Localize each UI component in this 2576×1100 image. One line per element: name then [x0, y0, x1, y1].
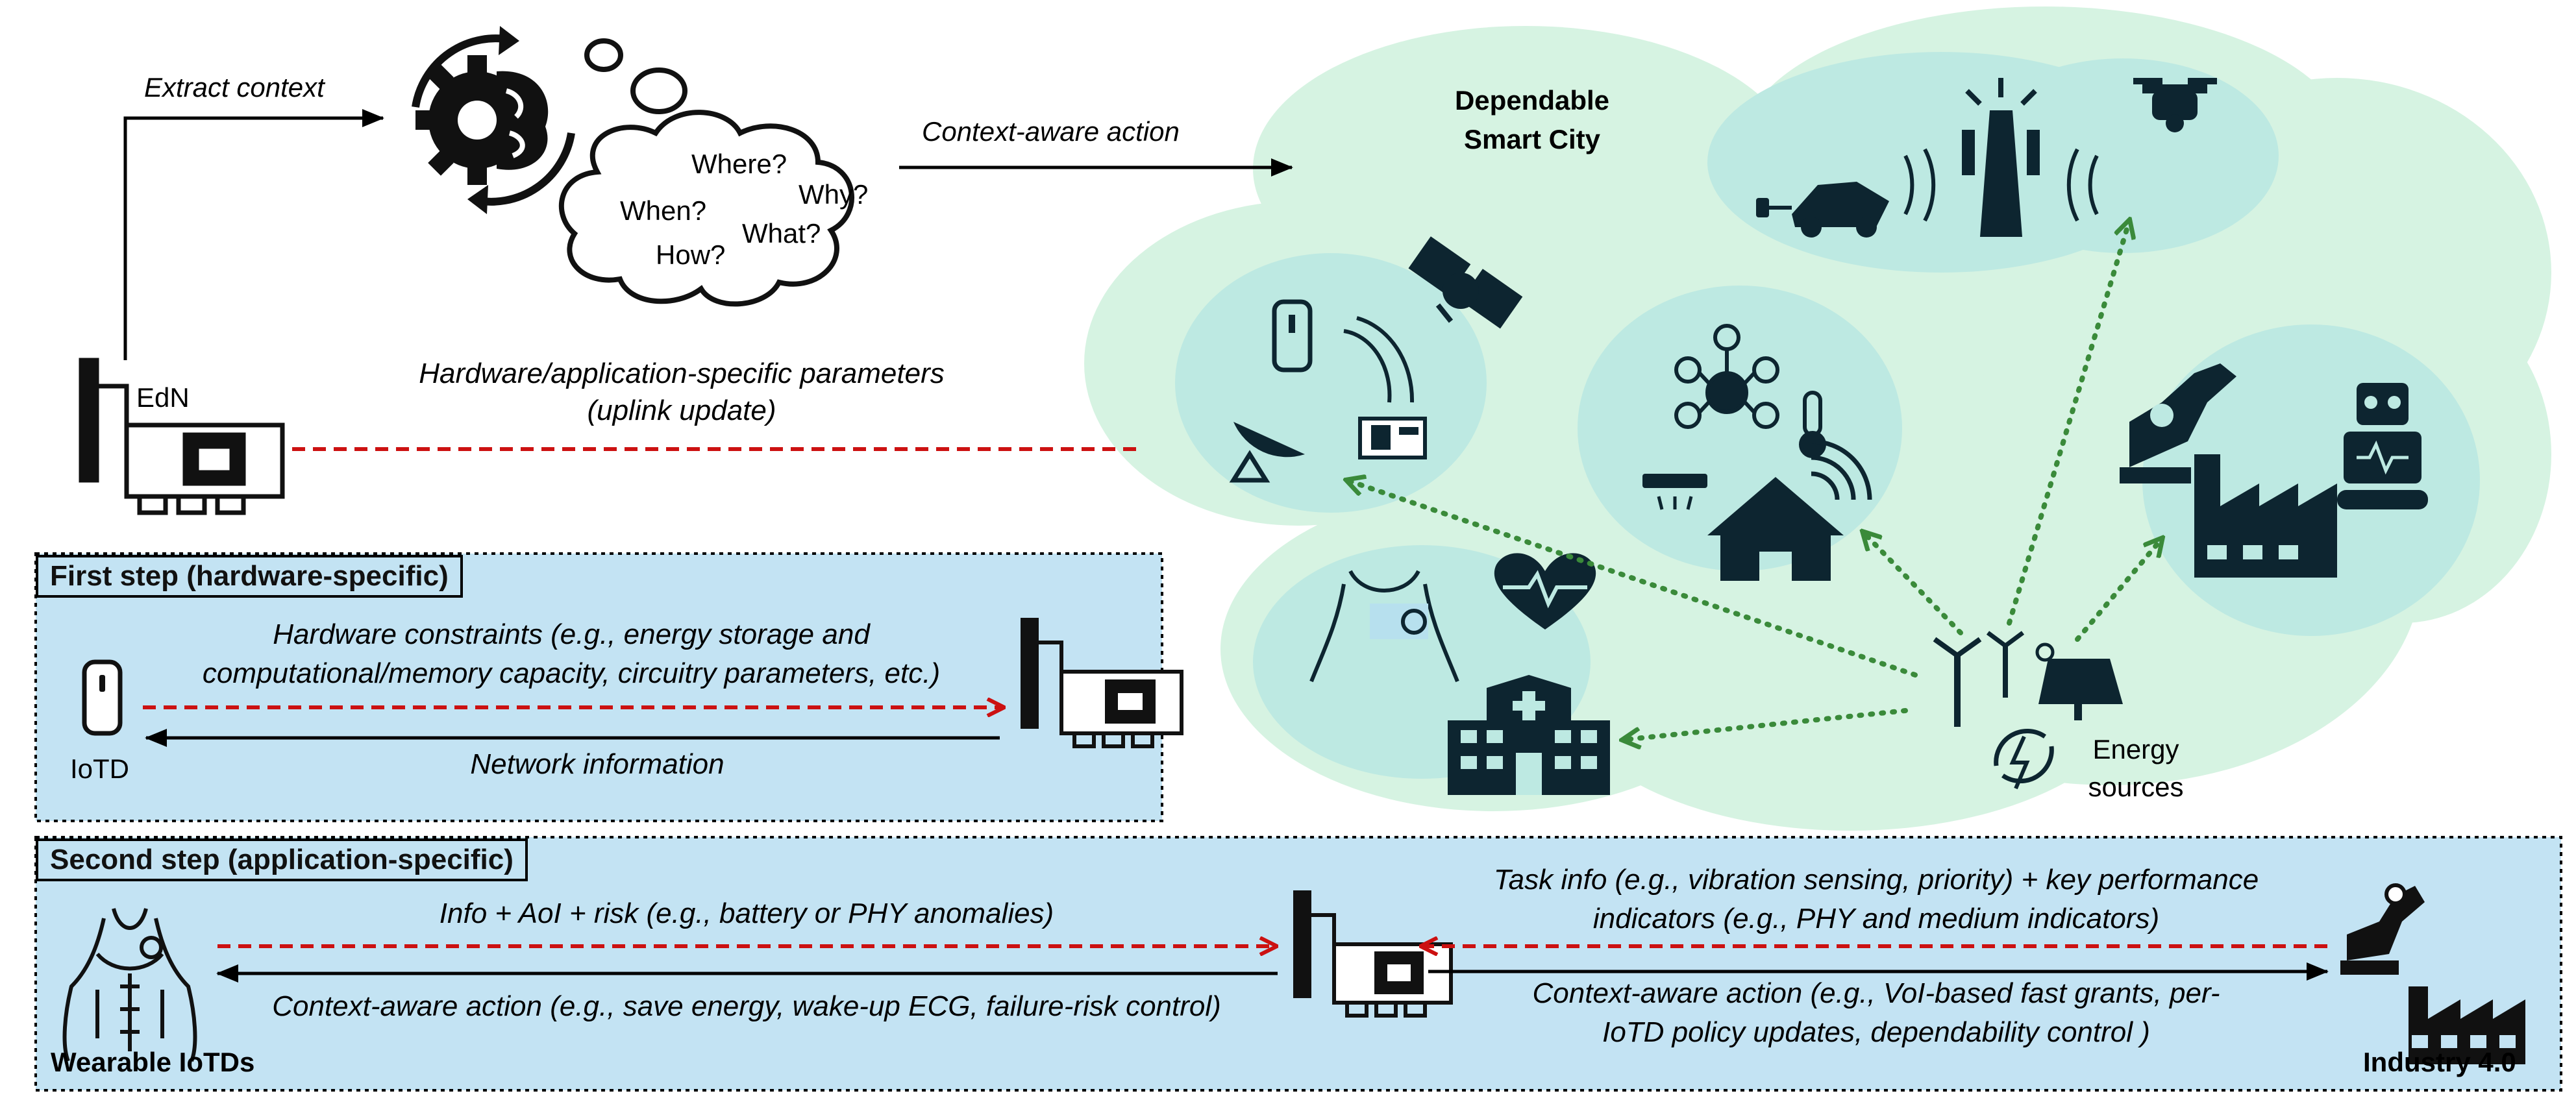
wearable-iotds-label: Wearable IoTDs [51, 1047, 255, 1077]
robot-icon [2337, 383, 2428, 509]
question-when: When? [620, 195, 707, 226]
smart-home-icon [1707, 439, 1872, 581]
hardware-constraints-label-1: Hardware constraints (e.g., energy stora… [273, 618, 870, 650]
edn-step2-icon [1293, 890, 1453, 1018]
smart-city-cloud [1084, 6, 2551, 831]
right-uplink-label-1: Task info (e.g., vibration sensing, prio… [1493, 864, 2259, 896]
edn-step1-icon [1021, 618, 1183, 748]
extract-context-path [123, 109, 384, 360]
remote-sensor-icon [1272, 299, 1415, 403]
right-downlink-label-1: Context-aware action (e.g., VoI-based fa… [1532, 977, 2220, 1009]
network-info-label: Network information [470, 748, 724, 780]
context-aware-action-label: Context-aware action [922, 116, 1180, 147]
satellite-icon [1408, 236, 1523, 329]
uplink-update-label-2: (uplink update) [587, 395, 776, 426]
step2-title: Second step (application-specific) [36, 838, 528, 881]
energy-sources-label-1: Energy [2092, 734, 2179, 764]
question-why: Why? [799, 179, 869, 210]
wearable-body-icon [62, 908, 197, 1062]
left-uplink-label: Info + AoI + risk (e.g., battery or PHY … [439, 898, 1054, 929]
edn-label: EdN [136, 382, 190, 413]
iotd-icon [82, 659, 123, 736]
robot-arm-icon [2120, 363, 2236, 483]
thought-cloud [558, 38, 854, 307]
energy-links [1347, 221, 2162, 740]
cell-tower-icon [1903, 78, 2099, 237]
question-what: What? [742, 218, 821, 249]
car-icon [1756, 182, 1889, 238]
smoke-detector-icon [1642, 474, 1707, 510]
hospital-icon [1448, 675, 1610, 795]
factory-icon [2194, 454, 2337, 578]
industry-label: Industry 4.0 [2363, 1047, 2516, 1077]
smart-city-title-2: Smart City [1463, 124, 1601, 154]
extract-context-label: Extract context [144, 72, 325, 103]
heartbeat-icon [1494, 553, 1596, 629]
industry-icon [2340, 883, 2525, 1064]
left-downlink-label: Context-aware action (e.g., save energy,… [272, 990, 1221, 1022]
question-how: How? [656, 239, 726, 270]
dish-antenna-icon [1229, 422, 1305, 483]
brain-gear-icon [412, 26, 575, 214]
step1-panel [34, 552, 1163, 822]
smart-city-title-1: Dependable [1454, 85, 1610, 116]
right-downlink-label-2: IoTD policy updates, dependability contr… [1602, 1016, 2150, 1048]
uplink-update-label-1: Hardware/application-specific parameters [419, 358, 945, 389]
chip-board-icon [1358, 417, 1427, 459]
body-health-icon [1309, 570, 1459, 683]
energy-cycle-icon [1994, 728, 2054, 790]
right-uplink-label-2: indicators (e.g., PHY and medium indicat… [1592, 903, 2160, 935]
social-network-icon [1674, 324, 1779, 429]
hardware-constraints-label-2: computational/memory capacity, circuitry… [202, 657, 941, 689]
question-where: Where? [691, 149, 787, 179]
wind-solar-icon [1933, 631, 2123, 727]
edn-device-icon [79, 358, 285, 515]
energy-sources-label-2: sources [2088, 772, 2184, 802]
step1-title: First step (hardware-specific) [36, 555, 463, 598]
drone-icon [2133, 78, 2217, 132]
iotd-label: IoTD [70, 753, 130, 784]
